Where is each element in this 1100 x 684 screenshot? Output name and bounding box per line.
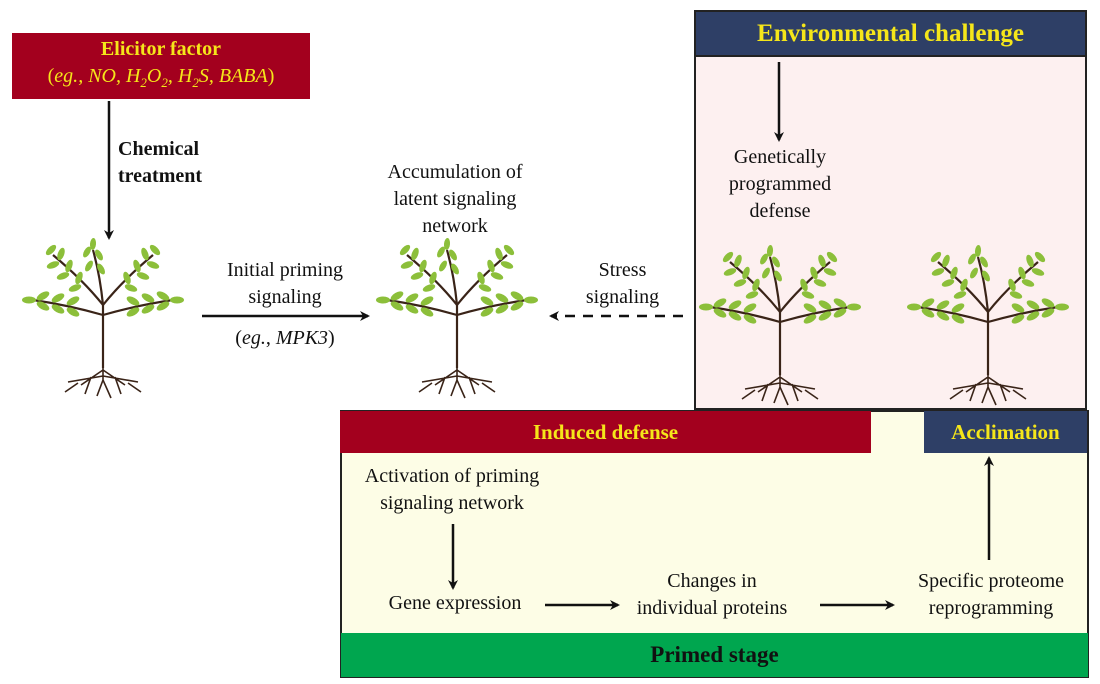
accumulation-label: Accumulation of latent signaling network bbox=[387, 161, 523, 237]
elicitor-factor-box: Elicitor factor (eg., NO, H2O2, H2S, BAB… bbox=[12, 33, 310, 99]
acclimation-header: Acclimation bbox=[924, 411, 1087, 453]
proteome-label: Specific proteome reprogramming bbox=[917, 570, 1065, 619]
chemical-treatment-label: Chemical treatment bbox=[118, 138, 203, 187]
plant-challenged-1 bbox=[697, 243, 863, 407]
plant-primed bbox=[374, 236, 540, 400]
gene-expression-label: Gene expression bbox=[388, 592, 522, 614]
environmental-challenge-panel bbox=[694, 10, 1087, 410]
plant-untreated bbox=[20, 236, 186, 400]
plant-challenged-2 bbox=[905, 243, 1071, 407]
priming-example-label: (eg., MPK3) bbox=[235, 327, 335, 349]
environmental-challenge-header: Environmental challenge bbox=[694, 10, 1087, 57]
initial-priming-label: Initial priming signaling bbox=[226, 259, 344, 308]
primed-stage-footer: Primed stage bbox=[341, 633, 1088, 677]
elicitor-title: Elicitor factor bbox=[100, 37, 222, 60]
stress-signaling-label: Stress signaling bbox=[585, 259, 660, 308]
induced-defense-header: Induced defense bbox=[340, 411, 871, 453]
genetic-defense-label: Genetically programmed defense bbox=[728, 146, 832, 222]
activation-label: Activation of priming signaling network bbox=[364, 465, 540, 514]
changes-label: Changes in individual proteins bbox=[636, 570, 788, 619]
elicitor-examples: (eg., NO, H2O2, H2S, BABA) bbox=[47, 64, 275, 90]
